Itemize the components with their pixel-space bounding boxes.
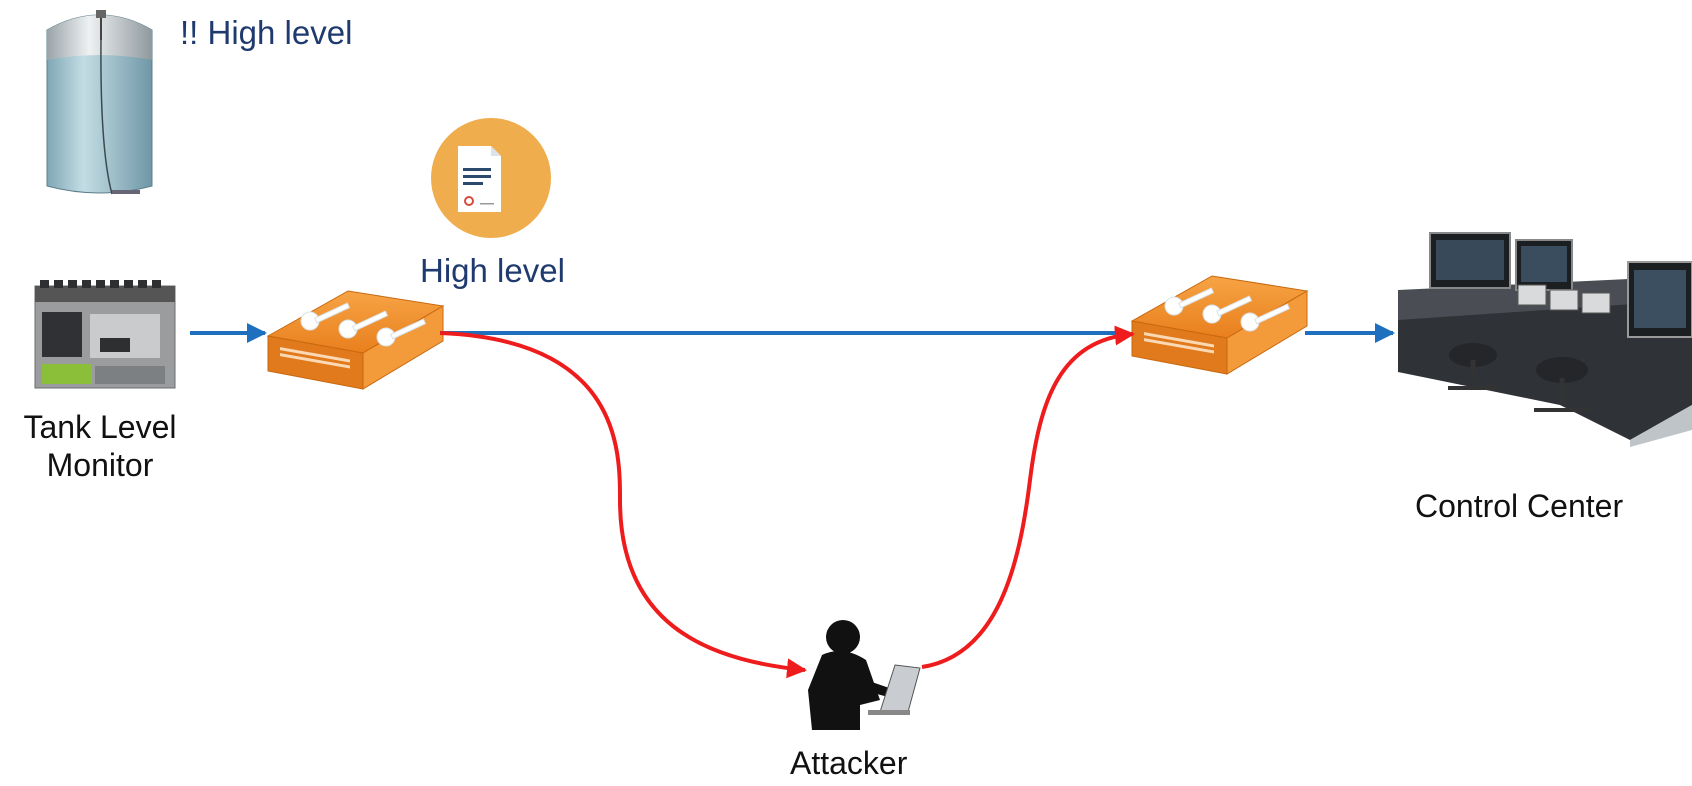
control-center-icon — [1398, 232, 1692, 447]
key-encryptor-left-icon — [267, 290, 444, 390]
storage-tank-icon — [46, 10, 153, 195]
certificate-icon — [431, 118, 551, 238]
plc-label: Tank Level Monitor — [8, 408, 192, 484]
plc-label-line2: Monitor — [46, 447, 154, 483]
attacker-label: Attacker — [790, 745, 908, 781]
attacker-laptop-icon — [808, 620, 921, 730]
plc-device-icon — [34, 280, 176, 389]
key-encryptor-right-icon — [1131, 275, 1308, 375]
attack-path-intercept — [439, 331, 807, 679]
control-center-label: Control Center — [1415, 488, 1624, 524]
plc-label-line1: Tank Level — [23, 409, 177, 445]
certificate-label: High level — [420, 252, 565, 289]
attack-path-inject — [921, 325, 1135, 669]
tank-alert-label: !! High level — [180, 14, 353, 51]
